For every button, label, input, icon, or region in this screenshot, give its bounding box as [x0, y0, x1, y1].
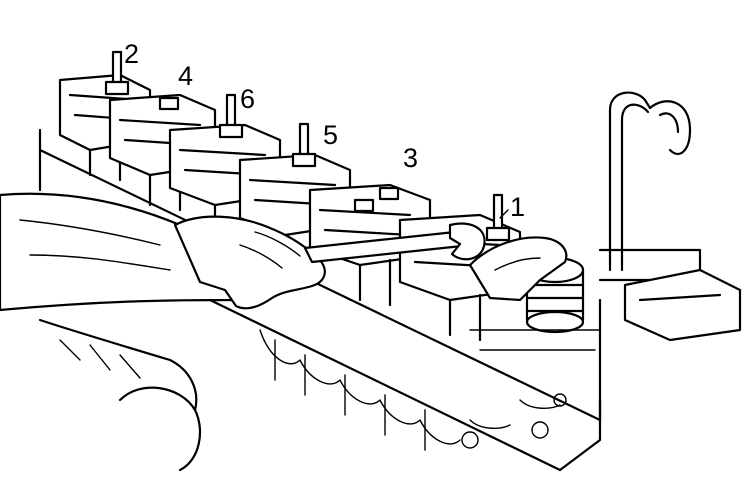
cylinder-head [38, 128, 602, 472]
callout-3: 3 [403, 143, 419, 173]
bolt-studs [104, 50, 511, 242]
lift-hook [598, 91, 742, 342]
hand-with-wrench [0, 192, 568, 312]
bottom-left-part [38, 318, 202, 472]
callout-5: 5 [323, 120, 339, 150]
callout-4: 4 [178, 61, 194, 91]
callout-2: 2 [124, 39, 140, 69]
callout-1: 1 [510, 192, 526, 222]
callout-6: 6 [240, 84, 256, 114]
callout-1-leader [499, 209, 509, 219]
